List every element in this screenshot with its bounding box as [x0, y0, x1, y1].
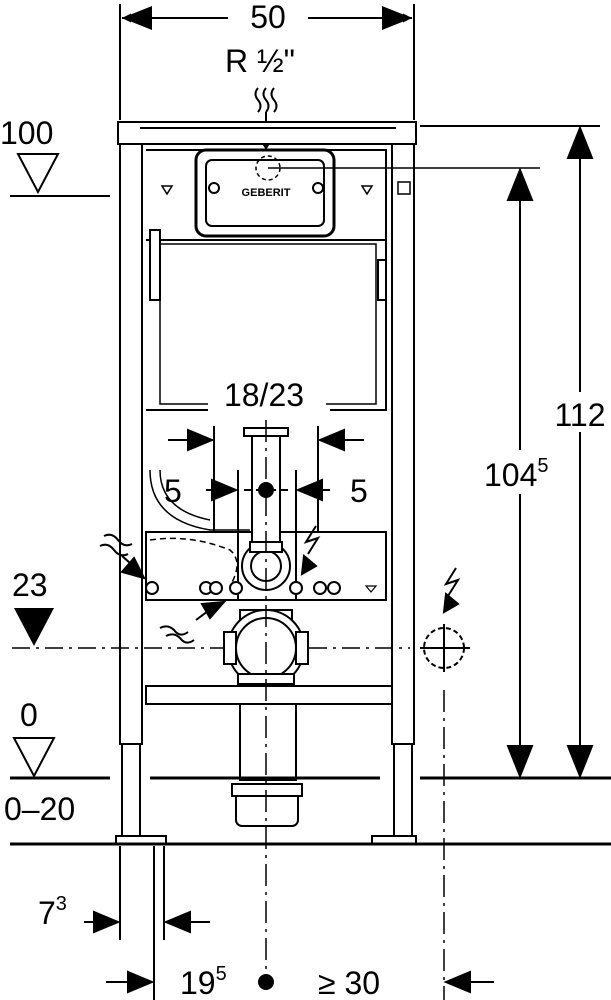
left-gap-base: 7	[38, 895, 56, 931]
electric-connection-icon	[300, 525, 321, 576]
offset-dimension	[206, 470, 330, 600]
electric-socket-icon	[420, 567, 470, 672]
drain-pipe	[231, 703, 303, 827]
center-distance-sup: 5	[216, 963, 227, 985]
floor-level-label: 0	[20, 697, 38, 733]
floor-range-label: 0–20	[4, 791, 75, 827]
flush-level-marker: 100	[0, 115, 110, 197]
left-gap-label: 73	[38, 893, 67, 931]
drain-connector	[145, 541, 341, 595]
center-distance-base: 19	[180, 965, 216, 1000]
drain-height-marker: 23	[12, 567, 410, 649]
flush-plate: GEBERIT	[194, 148, 336, 238]
spacing-dimension	[168, 426, 364, 532]
left-gap-sup: 3	[56, 893, 67, 915]
drain-height-label: 23	[12, 567, 48, 603]
flush-bend	[149, 469, 250, 587]
flush-level-label: 100	[0, 115, 53, 151]
spacing-label: 18/23	[224, 377, 304, 413]
floor-lines	[10, 776, 611, 846]
left-gap-dimension	[84, 846, 210, 1000]
mounting-frame	[115, 121, 417, 845]
inner-height-sup: 5	[537, 455, 548, 477]
total-height-label: 112	[554, 397, 605, 433]
center-distance-label: 195	[180, 963, 227, 1000]
brand-badge: GEBERIT	[242, 187, 291, 199]
center-dimension	[106, 690, 494, 1000]
height-dimensions	[420, 125, 600, 779]
drain-flow-icon	[159, 600, 227, 644]
width-label: 50	[250, 0, 286, 35]
water-inlet-icon	[99, 533, 146, 580]
connection-label: R ½"	[225, 43, 295, 79]
floor-level-marker: 0	[12, 697, 56, 779]
inner-height-base: 104	[484, 457, 537, 493]
min-distance-label: ≥ 30	[318, 965, 380, 1000]
inner-height-label: 1045	[484, 455, 549, 493]
right-offset-label: 5	[350, 473, 368, 509]
left-offset-label: 5	[164, 473, 182, 509]
